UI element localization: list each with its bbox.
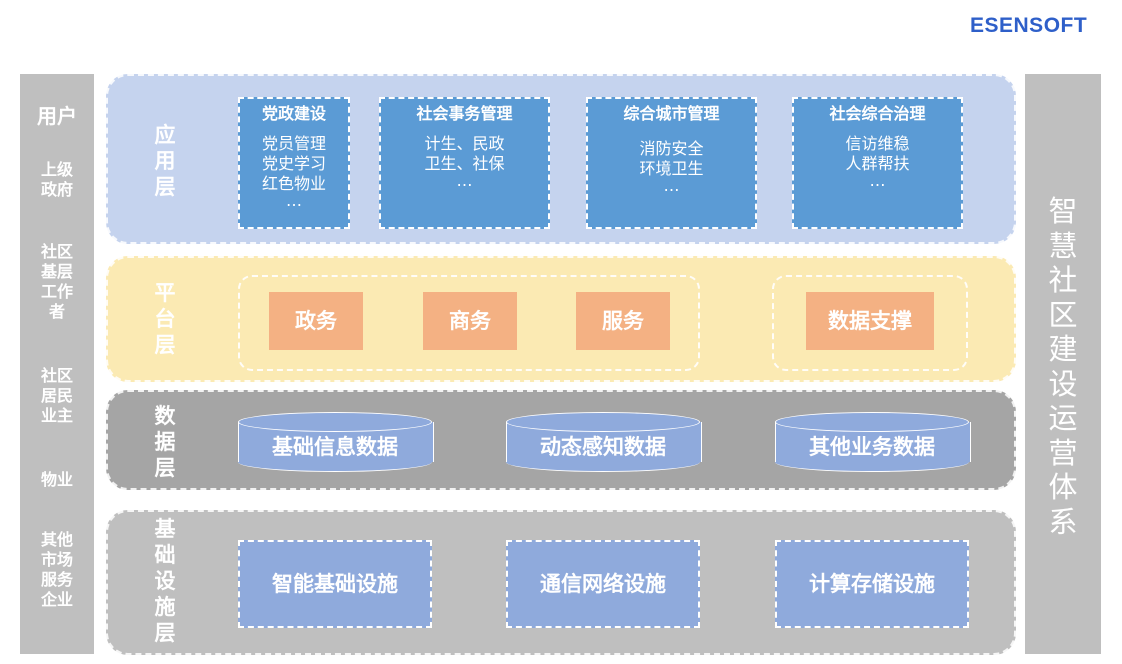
datastore-label: 动态感知数据: [540, 435, 666, 459]
datastore-dynamic-sensing: 动态感知数据: [506, 412, 702, 472]
card-item: …: [286, 191, 302, 210]
card-title: 社会综合治理: [829, 104, 926, 123]
platform-box-commerce: 商务: [423, 292, 517, 350]
card-social-affairs: 社会事务管理 计生、民政 卫生、社保 …: [379, 97, 550, 229]
platform-layer: 平台层 政务 商务 服务 数据支撑: [106, 256, 1016, 382]
card-item: 消防安全: [639, 139, 704, 158]
platform-box-government: 政务: [269, 292, 363, 350]
card-item: 计生、民政: [424, 134, 505, 153]
infra-box-network: 通信网络设施: [506, 540, 700, 628]
user-other-enterprise: 其他市场服务企业: [40, 530, 73, 609]
card-title: 综合城市管理: [623, 104, 720, 123]
platform-data-group: [772, 275, 968, 371]
card-item: 党史学习: [261, 154, 326, 173]
card-urban-management: 综合城市管理 消防安全 环境卫生 …: [586, 97, 757, 229]
application-layer: 应用层 党政建设 党员管理 党史学习 红色物业 … 社会事务管理 计生、民政 卫…: [106, 74, 1016, 244]
datastore-label: 基础信息数据: [272, 435, 398, 459]
infrastructure-layer: 基础设施层 智能基础设施 通信网络设施 计算存储设施: [106, 510, 1016, 655]
platform-box-service: 服务: [576, 292, 670, 350]
card-item: 信访维稳: [845, 134, 910, 153]
datastore-label: 其他业务数据: [809, 435, 935, 459]
user-gov: 上级政府: [40, 160, 73, 199]
platform-box-data-support: 数据支撑: [806, 292, 934, 350]
card-social-governance: 社会综合治理 信访维稳 人群帮扶 …: [792, 97, 963, 229]
card-item: …: [869, 171, 886, 190]
user-property: 物业: [40, 470, 73, 489]
card-item: 人群帮扶: [845, 154, 910, 173]
card-item: …: [456, 171, 473, 190]
data-layer: 数据层 基础信息数据 动态感知数据 其他业务数据: [106, 390, 1016, 490]
infra-box-intelligent: 智能基础设施: [238, 540, 432, 628]
infra-box-compute-storage: 计算存储设施: [775, 540, 969, 628]
system-title: 智慧社区建设运营体系: [1048, 194, 1078, 539]
datastore-basic-info: 基础信息数据: [238, 412, 434, 472]
platform-service-group: [238, 275, 700, 371]
card-item: 党员管理: [261, 134, 326, 153]
card-title: 党政建设: [261, 104, 326, 123]
card-item: 环境卫生: [639, 159, 704, 178]
card-party-building: 党政建设 党员管理 党史学习 红色物业 …: [238, 97, 350, 229]
users-title: 用户: [37, 104, 77, 128]
brand-logo: ESENSOFT: [970, 14, 1088, 37]
users-column: 用户 上级政府 社区基层工作者 社区居民业主 物业 其他市场服务企业: [20, 74, 94, 654]
card-item: …: [663, 176, 680, 195]
data-layer-title: 数据层: [154, 404, 176, 480]
user-resident: 社区居民业主: [40, 366, 73, 425]
platform-layer-title: 平台层: [154, 281, 176, 357]
datastore-other-business: 其他业务数据: [775, 412, 971, 472]
application-layer-title: 应用层: [154, 123, 176, 199]
card-title: 社会事务管理: [416, 104, 513, 123]
infrastructure-layer-title: 基础设施层: [154, 517, 176, 645]
card-item: 红色物业: [261, 174, 326, 193]
card-item: 卫生、社保: [424, 154, 505, 173]
system-title-column: 智慧社区建设运营体系: [1025, 74, 1101, 654]
user-community-worker: 社区基层工作者: [40, 242, 73, 321]
